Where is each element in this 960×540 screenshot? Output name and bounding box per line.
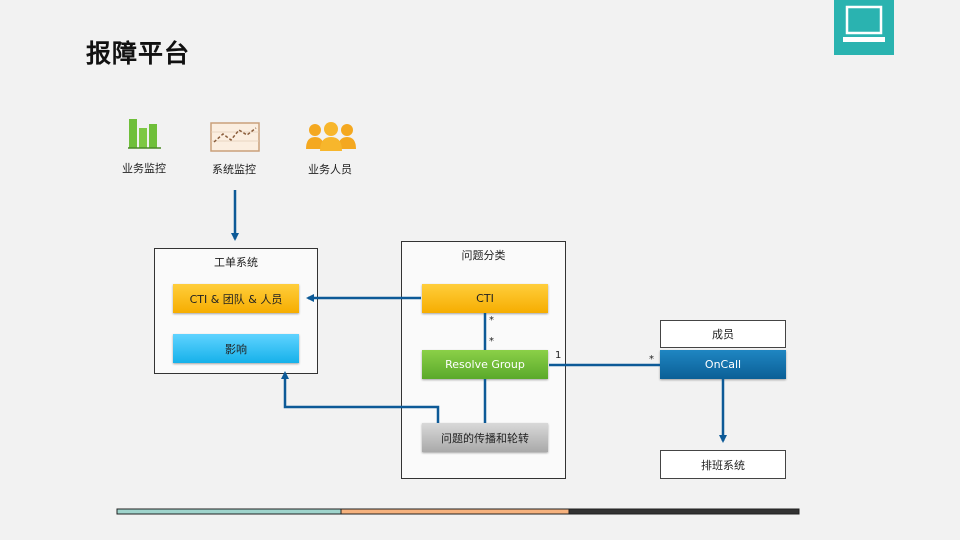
cti-node[interactable]: CTI xyxy=(422,284,548,313)
corner-badge xyxy=(834,0,894,55)
people-icon xyxy=(304,121,358,155)
classification-title: 问题分类 xyxy=(461,249,506,262)
member-node[interactable]: 成员 xyxy=(660,320,786,348)
line-chart-icon xyxy=(210,122,260,156)
source-label-business-monitor: 业务监控 xyxy=(122,162,166,175)
divider-teal xyxy=(116,508,342,515)
divider-dark xyxy=(568,508,800,515)
schedule-system-node[interactable]: 排班系统 xyxy=(660,450,786,479)
bar-chart-icon xyxy=(128,117,162,153)
impact-node[interactable]: 影响 xyxy=(173,334,299,363)
cti-team-staff-node[interactable]: CTI & 团队 & 人员 xyxy=(173,284,299,313)
propagation-node[interactable]: 问题的传播和轮转 xyxy=(422,423,548,452)
multiplicity-oncall-star: * xyxy=(649,354,654,365)
ticket-system-title: 工单系统 xyxy=(214,256,258,269)
source-label-system-monitor: 系统监控 xyxy=(212,163,256,176)
multiplicity-rg-star: * xyxy=(489,336,494,347)
multiplicity-cti-star: * xyxy=(489,315,494,326)
page-title: 报障平台 xyxy=(86,39,191,68)
oncall-node[interactable]: OnCall xyxy=(660,350,786,379)
multiplicity-rg-one: 1 xyxy=(555,350,562,361)
divider-orange xyxy=(340,508,570,515)
resolve-group-node[interactable]: Resolve Group xyxy=(422,350,548,379)
monitor-icon xyxy=(843,5,885,42)
arrow-propagation-to-impact xyxy=(281,371,440,423)
source-label-business-staff: 业务人员 xyxy=(308,163,352,176)
